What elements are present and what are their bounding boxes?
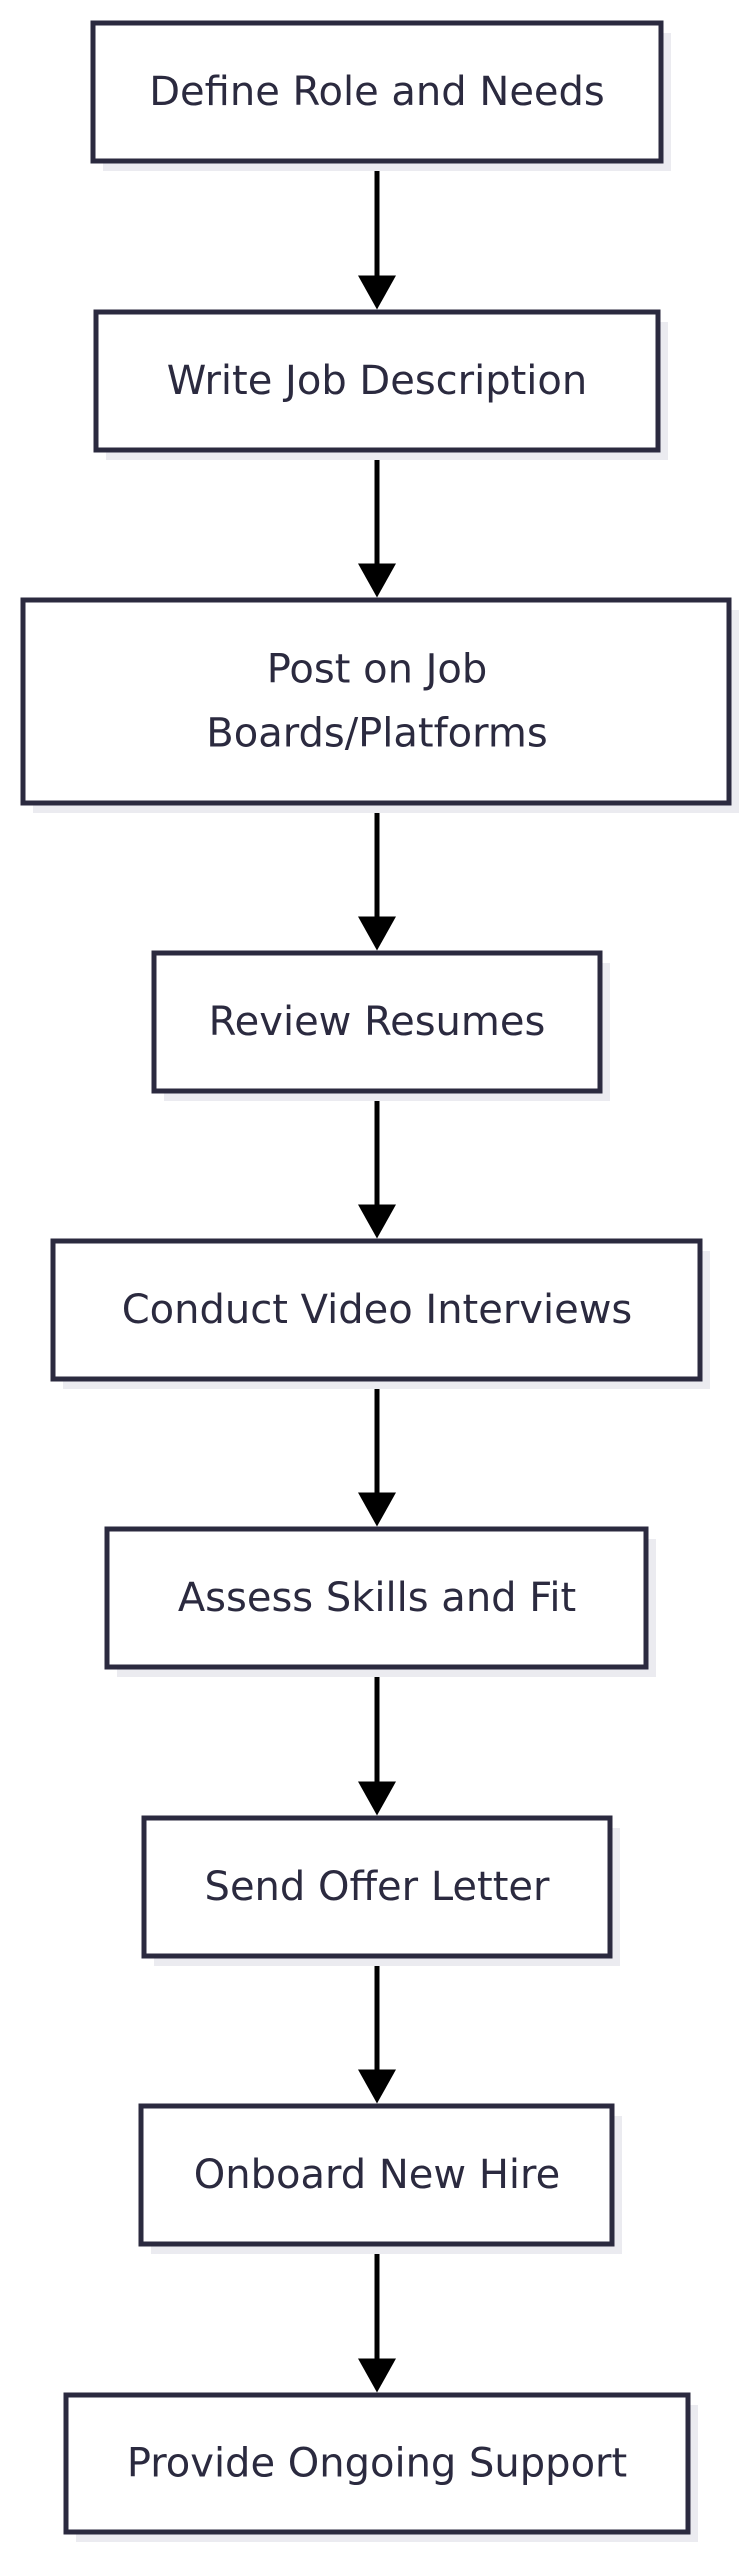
edge-post-on-job-boards-to-review-resumes (358, 805, 396, 951)
node-box (90, 20, 664, 164)
edge-conduct-video-interviews-to-assess-skills (358, 1381, 396, 1527)
node-define-role: Define Role and Needs (90, 20, 671, 171)
node-label: Write Job Description (167, 358, 588, 404)
node-send-offer-letter: Send Offer Letter (141, 1815, 620, 1966)
node-review-resumes: Review Resumes (151, 950, 610, 1101)
arrowhead-icon (358, 916, 396, 951)
node-conduct-video-interviews: Conduct Video Interviews (50, 1238, 710, 1389)
edge-define-role-to-write-job-description (358, 163, 396, 310)
node-box (141, 1815, 613, 1959)
node-label: Send Offer Letter (205, 1864, 550, 1910)
node-label: Onboard New Hire (194, 2152, 560, 2198)
arrowhead-icon (358, 2069, 396, 2104)
node-box (138, 2103, 615, 2247)
node-label: Assess Skills and Fit (178, 1575, 576, 1621)
arrowhead-icon (358, 2358, 396, 2393)
edge-write-job-description-to-post-on-job-boards (358, 452, 396, 598)
node-assess-skills: Assess Skills and Fit (104, 1526, 656, 1677)
node-write-job-description: Write Job Description (93, 309, 668, 460)
node-box (93, 309, 661, 453)
node-label: Define Role and Needs (149, 69, 605, 115)
node-label: Post on Job (267, 647, 488, 693)
node-label: Review Resumes (209, 999, 546, 1045)
node-provide-ongoing-support: Provide Ongoing Support (63, 2392, 698, 2542)
arrowhead-icon (358, 1781, 396, 1816)
node-label: Provide Ongoing Support (127, 2441, 627, 2487)
arrowhead-icon (358, 275, 396, 310)
node-label: Conduct Video Interviews (122, 1287, 633, 1333)
edge-send-offer-letter-to-onboard-new-hire (358, 1958, 396, 2104)
node-box (151, 950, 603, 1094)
edges-layer (358, 163, 396, 2393)
arrowhead-icon (358, 563, 396, 598)
node-box (50, 1238, 703, 1382)
edge-onboard-new-hire-to-provide-ongoing-support (358, 2246, 396, 2393)
node-label: Boards/Platforms (206, 711, 547, 757)
arrowhead-icon (358, 1204, 396, 1239)
arrowhead-icon (358, 1492, 396, 1527)
edge-review-resumes-to-conduct-video-interviews (358, 1093, 396, 1239)
node-box (63, 2392, 691, 2535)
edge-assess-skills-to-send-offer-letter (358, 1669, 396, 1816)
node-box (104, 1526, 649, 1670)
node-onboard-new-hire: Onboard New Hire (138, 2103, 622, 2254)
node-box (20, 597, 732, 806)
